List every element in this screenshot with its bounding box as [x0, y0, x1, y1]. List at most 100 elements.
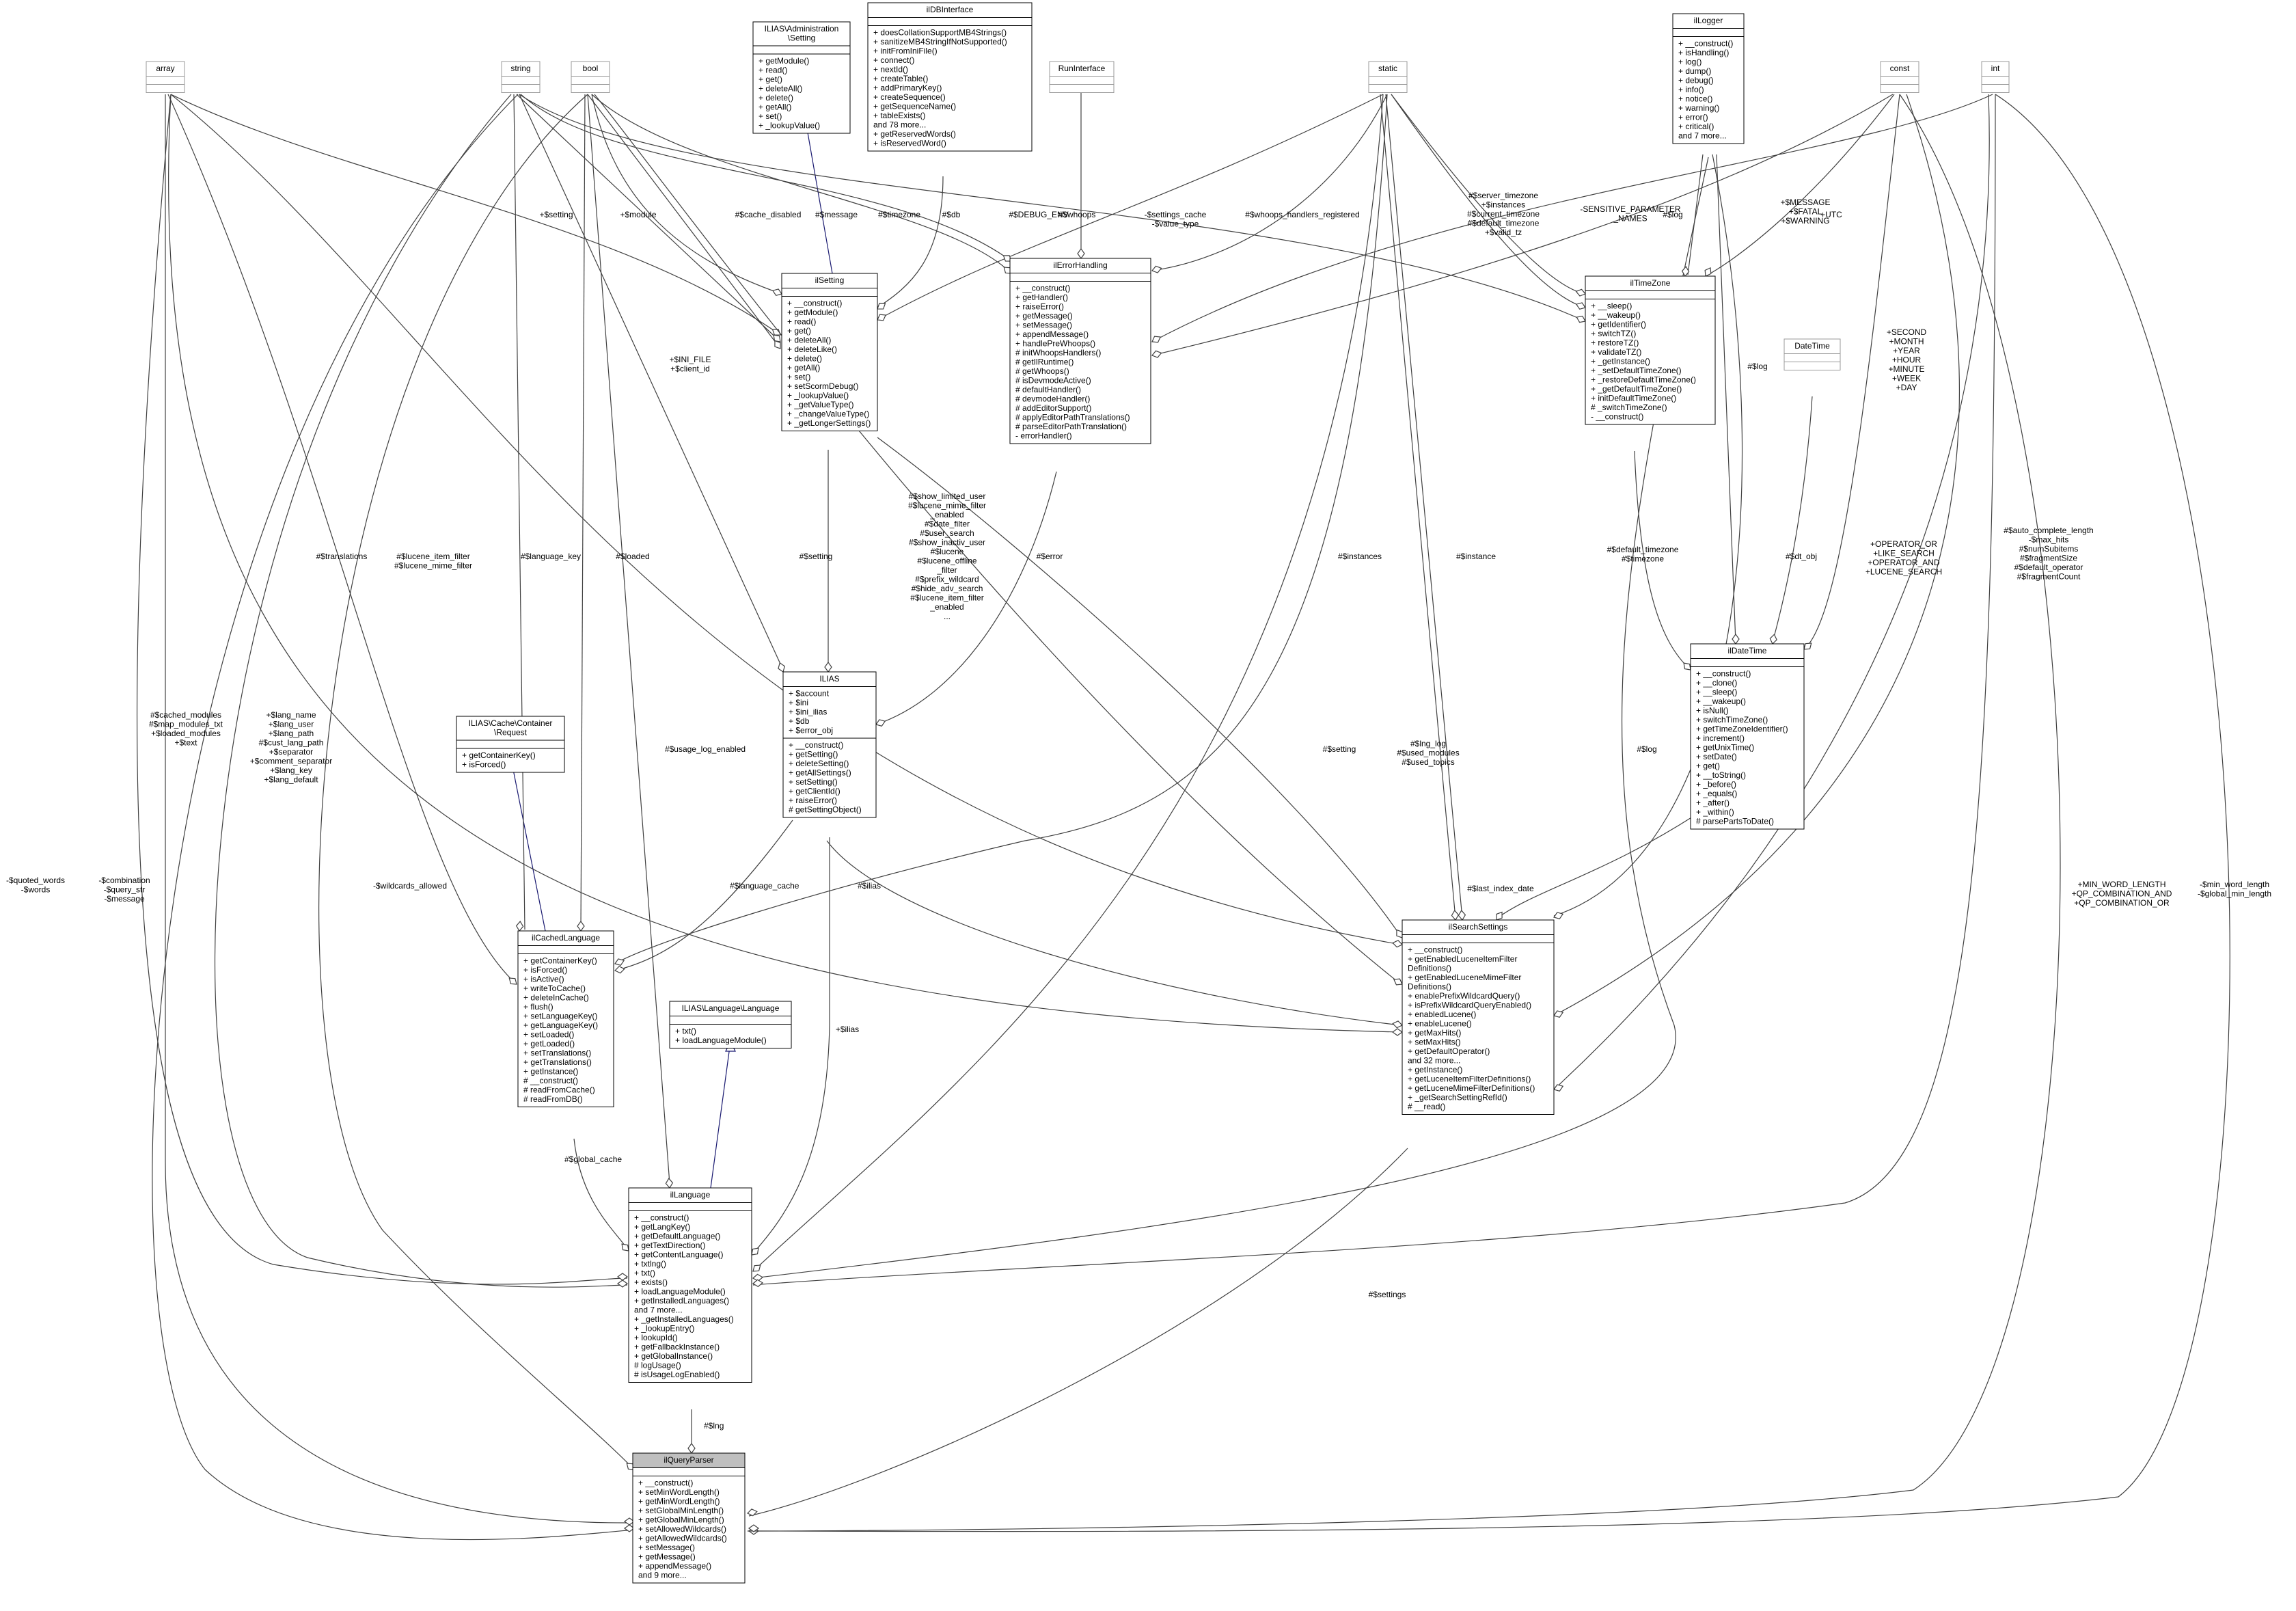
edge-label-line: +QP_COMBINATION_AND [2072, 889, 2172, 899]
edge-label-line: -$words [21, 885, 51, 895]
edge-label-second: +SECOND+MONTH+YEAR+HOUR+MINUTE+WEEK+DAY [1887, 327, 1927, 392]
class-operation: + setMinWordLength() [638, 1487, 720, 1497]
edge-ilLogger-lang [752, 157, 1709, 1282]
class-operation: + getMinWordLength() [638, 1497, 720, 1506]
edge-logger-ss [1553, 154, 1743, 919]
aggregation-diamond [616, 1273, 629, 1281]
edge-label-line: +YEAR [1893, 346, 1920, 355]
class-operation: + deleteInCache() [523, 993, 589, 1003]
aggregation-diamond [623, 1517, 636, 1526]
edge-logger-tz [1681, 154, 1704, 277]
edge-label-line: +$lang_path [269, 729, 314, 738]
class-operation: + getContentLanguage() [634, 1250, 723, 1260]
static-box [1368, 61, 1408, 93]
class-operation: + setMaxHits() [1408, 1038, 1461, 1047]
edge-label-line: #$usage_log_enabled [665, 744, 746, 754]
edge-label-line: #$show_limited_user [909, 491, 986, 501]
edge-label-error: #$error [1037, 552, 1063, 561]
class-operation: + getTextDirection() [634, 1241, 705, 1250]
class-operation: + error() [1678, 113, 1708, 122]
edge-array-setting [170, 94, 781, 336]
class-operation: and 32 more... [1408, 1056, 1460, 1066]
edge-label-line: #$instance [1456, 552, 1496, 561]
class-operation: + _getInstance() [1591, 357, 1650, 366]
class-operation: + deleteLike() [787, 344, 837, 354]
edge-label-line: #$lucene_item_filter [910, 593, 983, 603]
aggregation-diamond [1769, 634, 1777, 645]
class-operation: + getDefaultLanguage() [634, 1232, 720, 1241]
edge-label-line: +HOUR [1892, 355, 1922, 365]
edge-label-line: #$cache_disabled [735, 210, 802, 219]
edge-label-line: _filter [936, 565, 957, 575]
class-ilsearchsettings: ilSearchSettings+ __construct()+ getEnab… [1402, 919, 1555, 1115]
class-operation: + increment() [1696, 733, 1745, 743]
edge-label-ilias2: #$ilias [858, 881, 881, 891]
class-operation: + enablePrefixWildcardQuery() [1408, 991, 1520, 1001]
edge-label-line: +$INI_FILE [669, 355, 711, 364]
edge-int-error [1151, 94, 1993, 343]
edge-label-line: +$ilias [836, 1025, 859, 1034]
class-operation: + __construct() [789, 740, 843, 750]
illanguage-title: ilLanguage [670, 1190, 711, 1200]
edge-label-setting-ilias: #$setting [800, 552, 833, 561]
edge-label-setting-search: #$setting [1323, 744, 1356, 754]
class-operation: # __construct() [523, 1076, 578, 1085]
class-operation: + warning() [1678, 103, 1719, 113]
edge-label-line: #$lng_log [1410, 739, 1446, 748]
class-ildatetime: ilDateTime+ __construct()+ __clone()+ __… [1690, 643, 1805, 830]
class-operation: + initFromIniFile() [873, 46, 938, 56]
class-operation: + getModule() [787, 308, 838, 317]
class-operation: + setMessage() [638, 1543, 695, 1552]
edge-label-line: #$lucene_item_filter [396, 552, 469, 561]
edge-label-last-index: #$last_index_date [1467, 884, 1534, 893]
edge-label-line: +OPERATOR_OR [1870, 539, 1937, 549]
edge-label-line: #$lng [704, 1421, 724, 1431]
class-operation: + isForced() [523, 965, 567, 975]
edge-bool-qp [318, 94, 635, 1470]
languageiface-box [669, 1001, 792, 1048]
edge-label-line: _enabled [929, 510, 964, 519]
edge-bool-setting2 [591, 94, 782, 296]
class-operation: # defaultHandler() [1015, 385, 1081, 394]
edges-layer [137, 87, 2230, 1541]
edge-const-dt [1803, 94, 1900, 650]
ildatetime-title: ilDateTime [1728, 646, 1767, 655]
edge-label-usage-log: #$usage_log_enabled [665, 744, 746, 754]
iltimezone-title: ilTimeZone [1630, 278, 1671, 288]
edge-label-line: #$last_index_date [1467, 884, 1534, 893]
class-operation: + _before() [1696, 780, 1736, 789]
edge-label-wildcards: -$wildcards_allowed [373, 881, 447, 891]
aggregation-diamond [616, 1280, 629, 1288]
edge-label-module: +$module [620, 210, 656, 219]
edge-label-combination: -$combination-$query_str-$message [98, 876, 150, 904]
class-operation: + _setDefaultTimeZone() [1591, 366, 1682, 375]
class-operation: + getLanguageKey() [523, 1020, 598, 1030]
edge-label-line: #$cached_modules [150, 710, 221, 720]
ildbinterface-box [867, 2, 1033, 152]
aggregation-diamond [778, 662, 785, 673]
edge-label-line: -$value_type [1152, 219, 1199, 229]
aggregation-diamond [1393, 978, 1403, 986]
class-operation: + deleteSetting() [789, 759, 849, 768]
class-operation: + debug() [1678, 76, 1714, 85]
class-operation: + getClientId() [789, 787, 840, 796]
class-operation: + getLuceneItemFilterDefinitions() [1408, 1074, 1531, 1084]
edge-string-setting [516, 94, 781, 342]
class-operation: + _getSearchSettingRefId() [1408, 1093, 1507, 1102]
class-illanguage: ilLanguage+ __construct()+ getLangKey()+… [628, 1187, 752, 1383]
string-title: string [510, 64, 530, 73]
edge-label-line: +$lang_default [264, 775, 318, 785]
int-title: int [1991, 64, 2000, 73]
class-operation: + delete() [758, 93, 793, 103]
class-operation: + loadLanguageModule() [675, 1035, 767, 1045]
class-operation: # logUsage() [634, 1361, 681, 1370]
edge-label-line: +$comment_separator [250, 757, 332, 766]
class-operation: + handlePreWhoops() [1015, 339, 1095, 349]
edge-label-line: #$prefix_wildcard [915, 575, 979, 584]
edge-int-lang [752, 94, 1996, 1288]
edge-label-line: _NAMES [1613, 214, 1647, 224]
edge-string-error [520, 94, 1012, 262]
aggregation-diamond [1392, 1020, 1404, 1029]
aggregation-diamond [614, 966, 625, 974]
runinterface-box [1049, 61, 1115, 93]
